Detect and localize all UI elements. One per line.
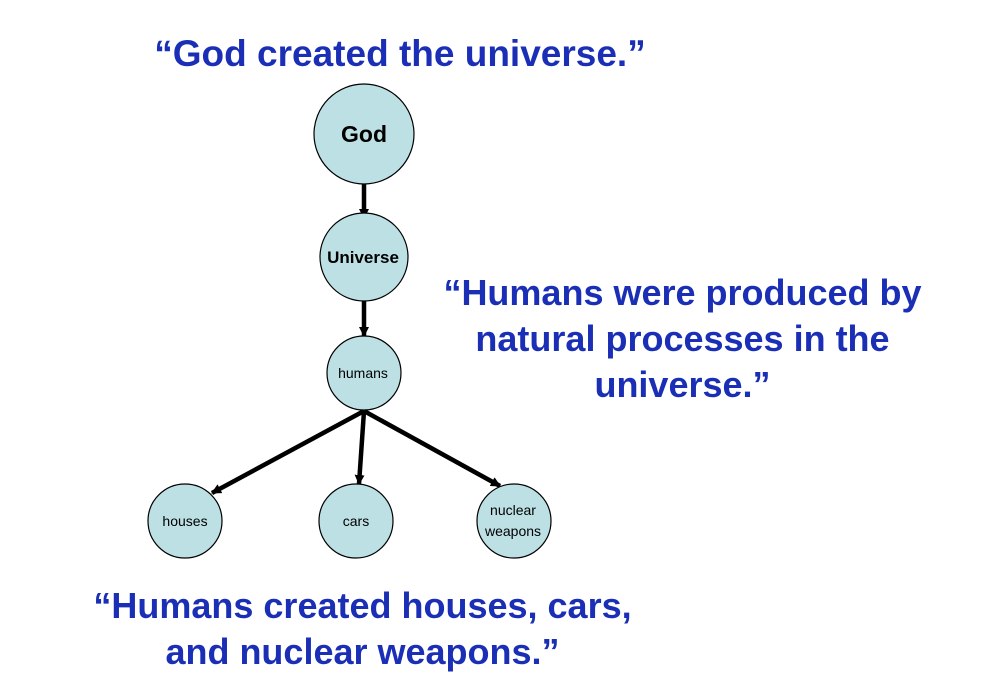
node-houses: houses <box>147 483 223 559</box>
node-cars-label: cars <box>343 513 369 529</box>
node-god: God <box>313 83 415 185</box>
node-god-label: God <box>341 121 387 147</box>
node-humans-label: humans <box>338 365 388 381</box>
edge-humans-to-houses <box>210 409 366 495</box>
edge-humans-to-cars <box>354 410 367 485</box>
node-nuclear-weapons-label-line1: nuclear <box>490 502 536 518</box>
quote-god-created-universe: “God created the universe.” <box>154 33 646 74</box>
node-universe-label: Universe <box>327 248 399 267</box>
node-cars: cars <box>318 483 394 559</box>
node-humans: humans <box>326 335 402 411</box>
node-nuclear-weapons: nuclear weapons <box>476 483 552 559</box>
edge-humans-to-nuclear-weapons <box>362 409 502 488</box>
quote-humans-created-things: “Humans created houses, cars, and nuclea… <box>93 585 632 672</box>
node-universe: Universe <box>319 212 409 302</box>
quote-humans-produced-naturally: “Humans were produced by natural process… <box>443 272 922 405</box>
node-nuclear-weapons-label-line2: weapons <box>484 523 541 539</box>
node-houses-label: houses <box>162 513 207 529</box>
